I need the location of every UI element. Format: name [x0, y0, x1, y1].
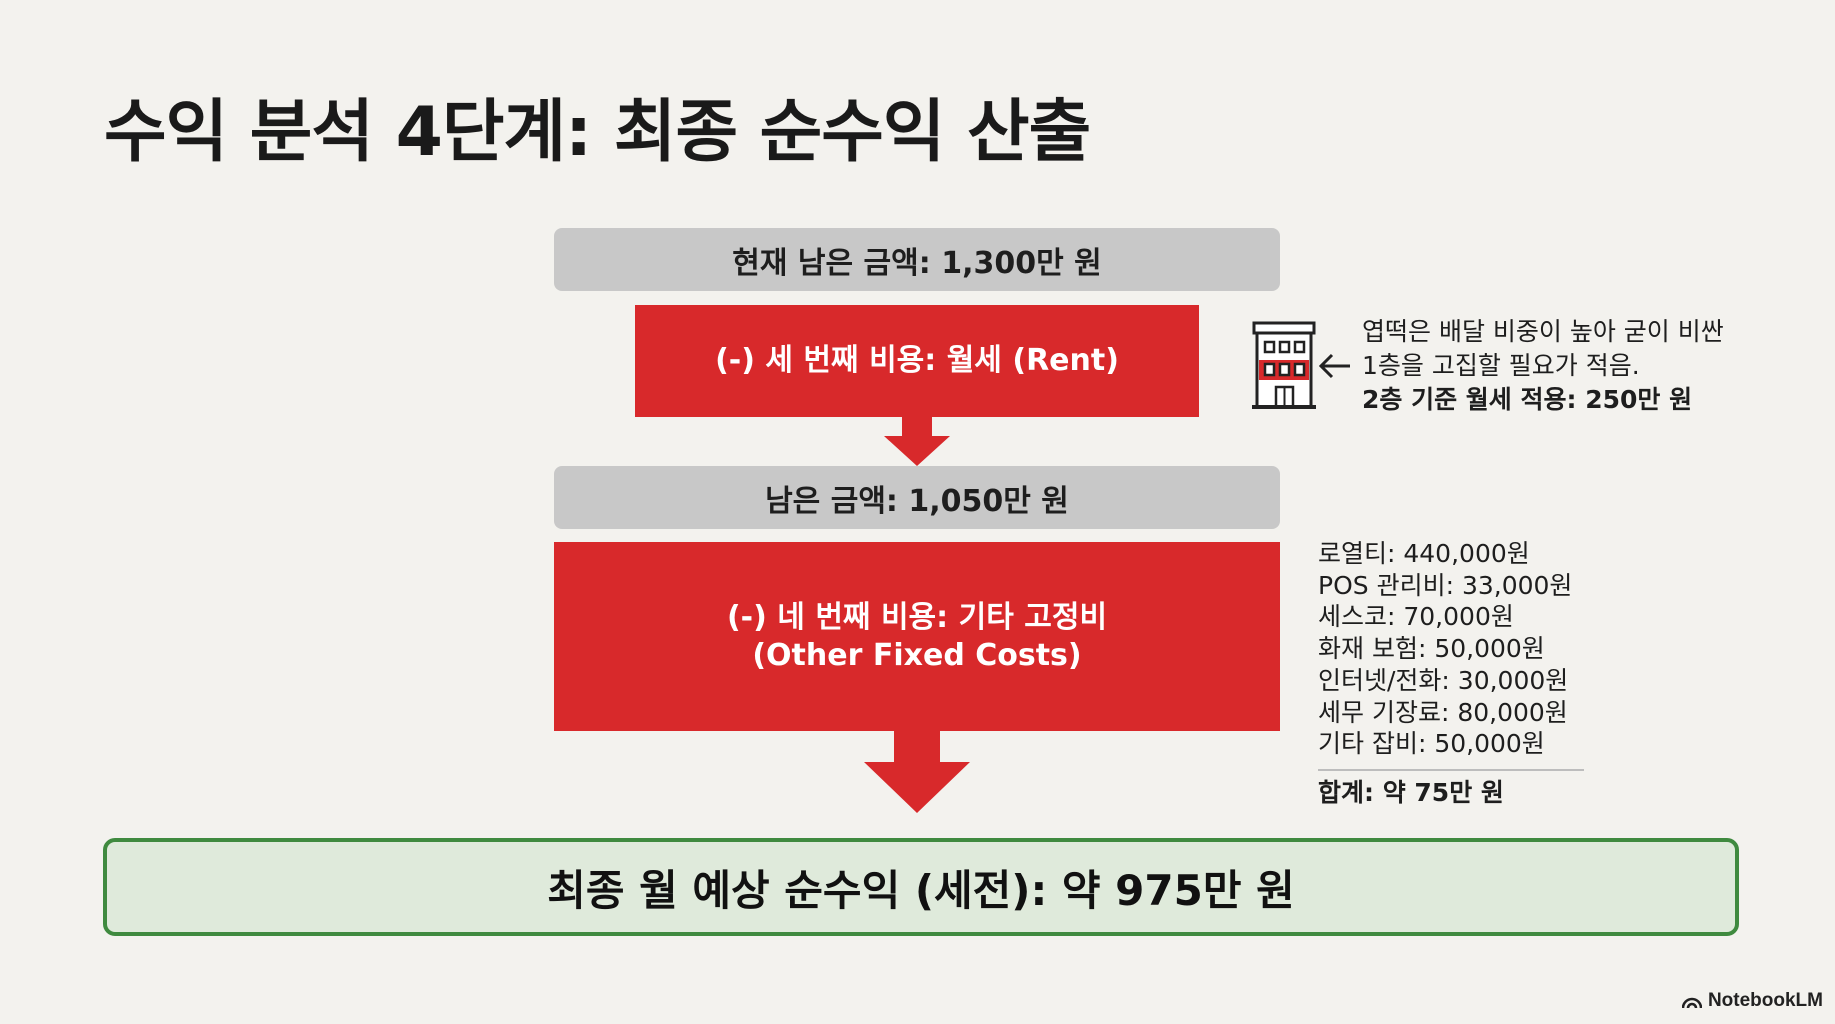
rent-note-highlight: 2층 기준 월세 적용: 250만 원 — [1362, 385, 1693, 414]
rent-note-line: 엽떡은 배달 비중이 높아 굳이 비싼 — [1362, 317, 1724, 346]
footer-brand-label: NotebookLM — [1707, 990, 1823, 1011]
final-profit-label: 최종 월 예상 순수익 (세전): 약 975만 원 — [547, 865, 1295, 915]
other-cost-breakdown: 로열티: 440,000원 POS 관리비: 33,000원 세스코: 70,0… — [1318, 538, 1584, 809]
cost-item: 세무 기장료: 80,000원 — [1318, 697, 1568, 727]
cost-item: POS 관리비: 33,000원 — [1318, 570, 1573, 600]
remaining-amount-label: 남은 금액: 1,050만 원 — [765, 483, 1069, 519]
rent-cost-label: (-) 세 번째 비용: 월세 (Rent) — [715, 343, 1119, 379]
footer-brand: NotebookLM — [1681, 990, 1823, 1012]
current-amount-box: 현재 남은 금액: 1,300만 원 — [554, 228, 1280, 291]
other-cost-sublabel: (Other Fixed Costs) — [752, 637, 1082, 673]
rent-note-line: 1층을 고집할 필요가 적음. — [1362, 351, 1640, 380]
final-profit-box: 최종 월 예상 순수익 (세전): 약 975만 원 — [103, 838, 1739, 936]
building-icon — [1252, 321, 1316, 409]
arrow-left-icon — [1318, 353, 1350, 379]
rent-cost-box: (-) 세 번째 비용: 월세 (Rent) — [635, 305, 1199, 417]
divider — [1318, 768, 1584, 771]
page-title: 수익 분석 4단계: 최종 순수익 산출 — [104, 93, 1091, 172]
cost-total: 합계: 약 75만 원 — [1318, 777, 1504, 807]
rent-note: 엽떡은 배달 비중이 높아 굳이 비싼 1층을 고집할 필요가 적음. 2층 기… — [1362, 315, 1724, 417]
notebooklm-logo-icon — [1681, 997, 1702, 1009]
cost-item: 로열티: 440,000원 — [1318, 539, 1530, 568]
cost-item: 기타 잡비: 50,000원 — [1318, 729, 1545, 759]
other-cost-label: (-) 네 번째 비용: 기타 고정비 — [726, 600, 1108, 635]
cost-item: 화재 보험: 50,000원 — [1318, 634, 1545, 664]
cost-item: 세스코: 70,000원 — [1318, 602, 1514, 632]
cost-item: 인터넷/전화: 30,000원 — [1318, 665, 1569, 695]
current-amount-label: 현재 남은 금액: 1,300만 원 — [732, 245, 1102, 281]
arrow-down-icon — [864, 730, 970, 813]
other-cost-box: (-) 네 번째 비용: 기타 고정비 (Other Fixed Costs) — [554, 542, 1280, 731]
arrow-down-icon — [884, 416, 950, 466]
remaining-amount-box: 남은 금액: 1,050만 원 — [554, 466, 1280, 529]
